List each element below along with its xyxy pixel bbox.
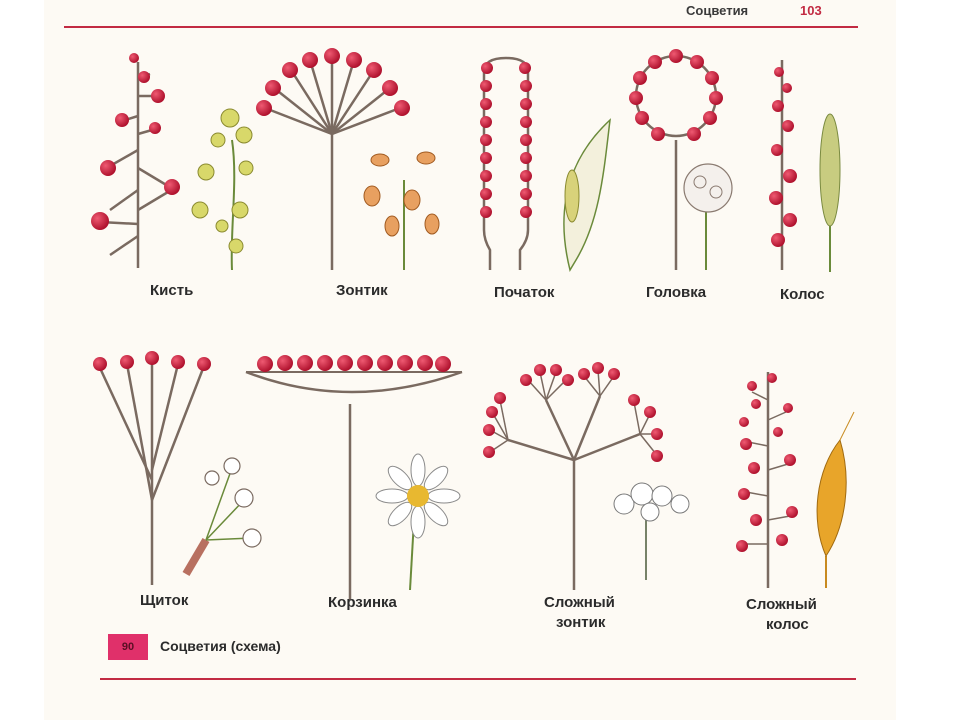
corymb-plant [182, 457, 262, 577]
page-header-title: Соцветия [686, 3, 749, 18]
chamomile-plant [375, 453, 461, 591]
raceme-scheme [99, 62, 179, 268]
label-raceme: Кисть [150, 282, 194, 299]
umbel-flowers [256, 48, 410, 116]
figure-caption: Соцветия (схема) [160, 638, 281, 654]
label-spadix: Початок [494, 284, 555, 301]
compound-umbel-plant [613, 482, 690, 580]
corymb-scheme [98, 360, 206, 585]
basket-scheme [245, 355, 463, 600]
header-rule [64, 26, 858, 28]
label-compound-umbel-line2: зонтик [556, 614, 606, 631]
corymb-flowers [93, 351, 211, 371]
capitulum-scheme [629, 49, 723, 270]
compound-umbel-flowers [483, 362, 663, 462]
raceme-flowers [91, 53, 180, 230]
label-spike: Колос [780, 286, 825, 303]
label-corymb: Щиток [140, 592, 189, 609]
label-capitulum: Головка [646, 284, 707, 301]
label-umbel: Зонтик [336, 282, 388, 299]
figure-number-badge: 90 [108, 634, 148, 660]
label-compound-spike-line2: колос [766, 616, 809, 633]
spadix-scheme [480, 56, 532, 270]
umbel-scheme [264, 56, 401, 270]
footer-rule [100, 678, 856, 680]
spike-plant [819, 113, 841, 272]
spike-scheme [769, 60, 797, 270]
compound-umbel-scheme [507, 395, 641, 590]
raceme-plant [191, 108, 254, 271]
textbook-page [44, 0, 896, 720]
compound-spike-scheme [736, 372, 798, 588]
wheat-plant [816, 411, 855, 588]
label-compound-umbel-line1: Сложный [544, 594, 615, 611]
label-compound-spike-line1: Сложный [746, 596, 817, 613]
spadix-plant [563, 118, 611, 272]
capitulum-plant [683, 163, 733, 270]
umbel-plant [363, 151, 440, 270]
label-basket: Корзинка [328, 594, 397, 611]
page-number: 103 [800, 3, 822, 18]
